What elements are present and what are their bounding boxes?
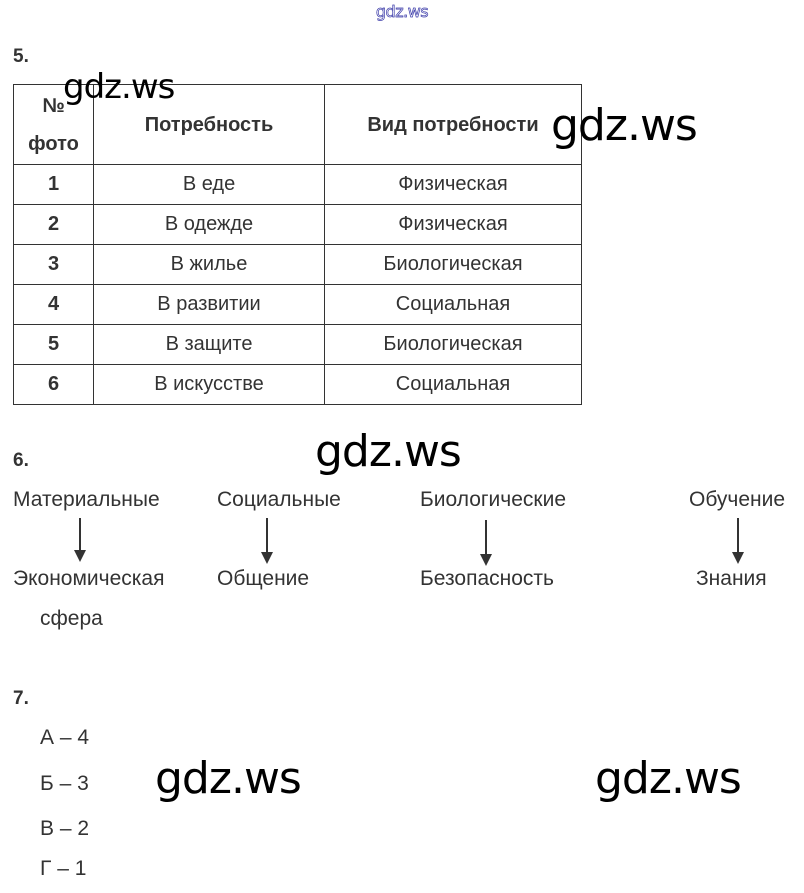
answer-g: Г – 1 bbox=[40, 857, 87, 880]
task-5-number: 5. bbox=[13, 46, 29, 67]
header-photo-number: № фото bbox=[13, 84, 94, 165]
cell-need-type: Биологическая bbox=[324, 244, 582, 285]
cell-photo-number: 3 bbox=[13, 244, 94, 285]
need-category-biological: Биологические bbox=[420, 488, 567, 511]
header-need-type: Вид потребности bbox=[324, 84, 582, 165]
header-photo-number-line2: фото bbox=[28, 132, 79, 155]
needs-table: № фото Потребность Вид потребности 1 В е… bbox=[13, 84, 582, 405]
cell-need-type: Биологическая bbox=[324, 324, 582, 365]
answer-b: Б – 3 bbox=[40, 772, 89, 795]
cell-need: В развитии bbox=[93, 284, 325, 325]
need-category-material: Материальные bbox=[13, 488, 160, 511]
table-row: 2 В одежде Физическая bbox=[13, 204, 582, 245]
arrow-down-icon bbox=[480, 520, 492, 566]
need-result-safety: Безопасность bbox=[420, 567, 554, 590]
need-result-economic: Экономическая bbox=[13, 567, 165, 590]
table-row: 1 В еде Физическая bbox=[13, 164, 582, 205]
cell-photo-number: 2 bbox=[13, 204, 94, 245]
cell-need-type: Физическая bbox=[324, 164, 582, 205]
cell-need: В искусстве bbox=[93, 364, 325, 405]
watermark: gdz.ws bbox=[315, 426, 462, 477]
cell-photo-number: 1 bbox=[13, 164, 94, 205]
table-row: 5 В защите Биологическая bbox=[13, 324, 582, 365]
need-category-learning: Обучение bbox=[689, 488, 786, 511]
table-row: 6 В искусстве Социальная bbox=[13, 364, 582, 405]
table-header-row: № фото Потребность Вид потребности bbox=[13, 84, 582, 165]
table-row: 4 В развитии Социальная bbox=[13, 284, 582, 325]
arrow-down-icon bbox=[74, 518, 86, 562]
cell-photo-number: 5 bbox=[13, 324, 94, 365]
cell-need: В одежде bbox=[93, 204, 325, 245]
arrow-down-icon bbox=[732, 518, 744, 564]
arrow-down-icon bbox=[261, 518, 273, 564]
need-result-communication: Общение bbox=[217, 567, 310, 590]
cell-photo-number: 4 bbox=[13, 284, 94, 325]
need-result-knowledge: Знания bbox=[696, 567, 767, 590]
header-watermark: gdz.ws bbox=[375, 2, 429, 22]
answer-a: А – 4 bbox=[40, 726, 90, 749]
cell-photo-number: 6 bbox=[13, 364, 94, 405]
task-7-number: 7. bbox=[13, 688, 29, 709]
need-category-social: Социальные bbox=[217, 488, 341, 511]
cell-need-type: Социальная bbox=[324, 364, 582, 405]
cell-need: В жилье bbox=[93, 244, 325, 285]
watermark: gdz.ws bbox=[63, 67, 175, 107]
table-row: 3 В жилье Биологическая bbox=[13, 244, 582, 285]
watermark: gdz.ws bbox=[595, 753, 742, 804]
header-photo-number-line1: № bbox=[42, 94, 65, 117]
watermark: gdz.ws bbox=[551, 100, 698, 151]
cell-need: В еде bbox=[93, 164, 325, 205]
cell-need-type: Физическая bbox=[324, 204, 582, 245]
header-need: Потребность bbox=[93, 84, 325, 165]
answer-v: В – 2 bbox=[40, 817, 90, 840]
cell-need-type: Социальная bbox=[324, 284, 582, 325]
watermark: gdz.ws bbox=[155, 753, 302, 804]
cell-need: В защите bbox=[93, 324, 325, 365]
task-6-number: 6. bbox=[13, 450, 29, 471]
need-result-economic-line2: сфера bbox=[40, 607, 103, 630]
